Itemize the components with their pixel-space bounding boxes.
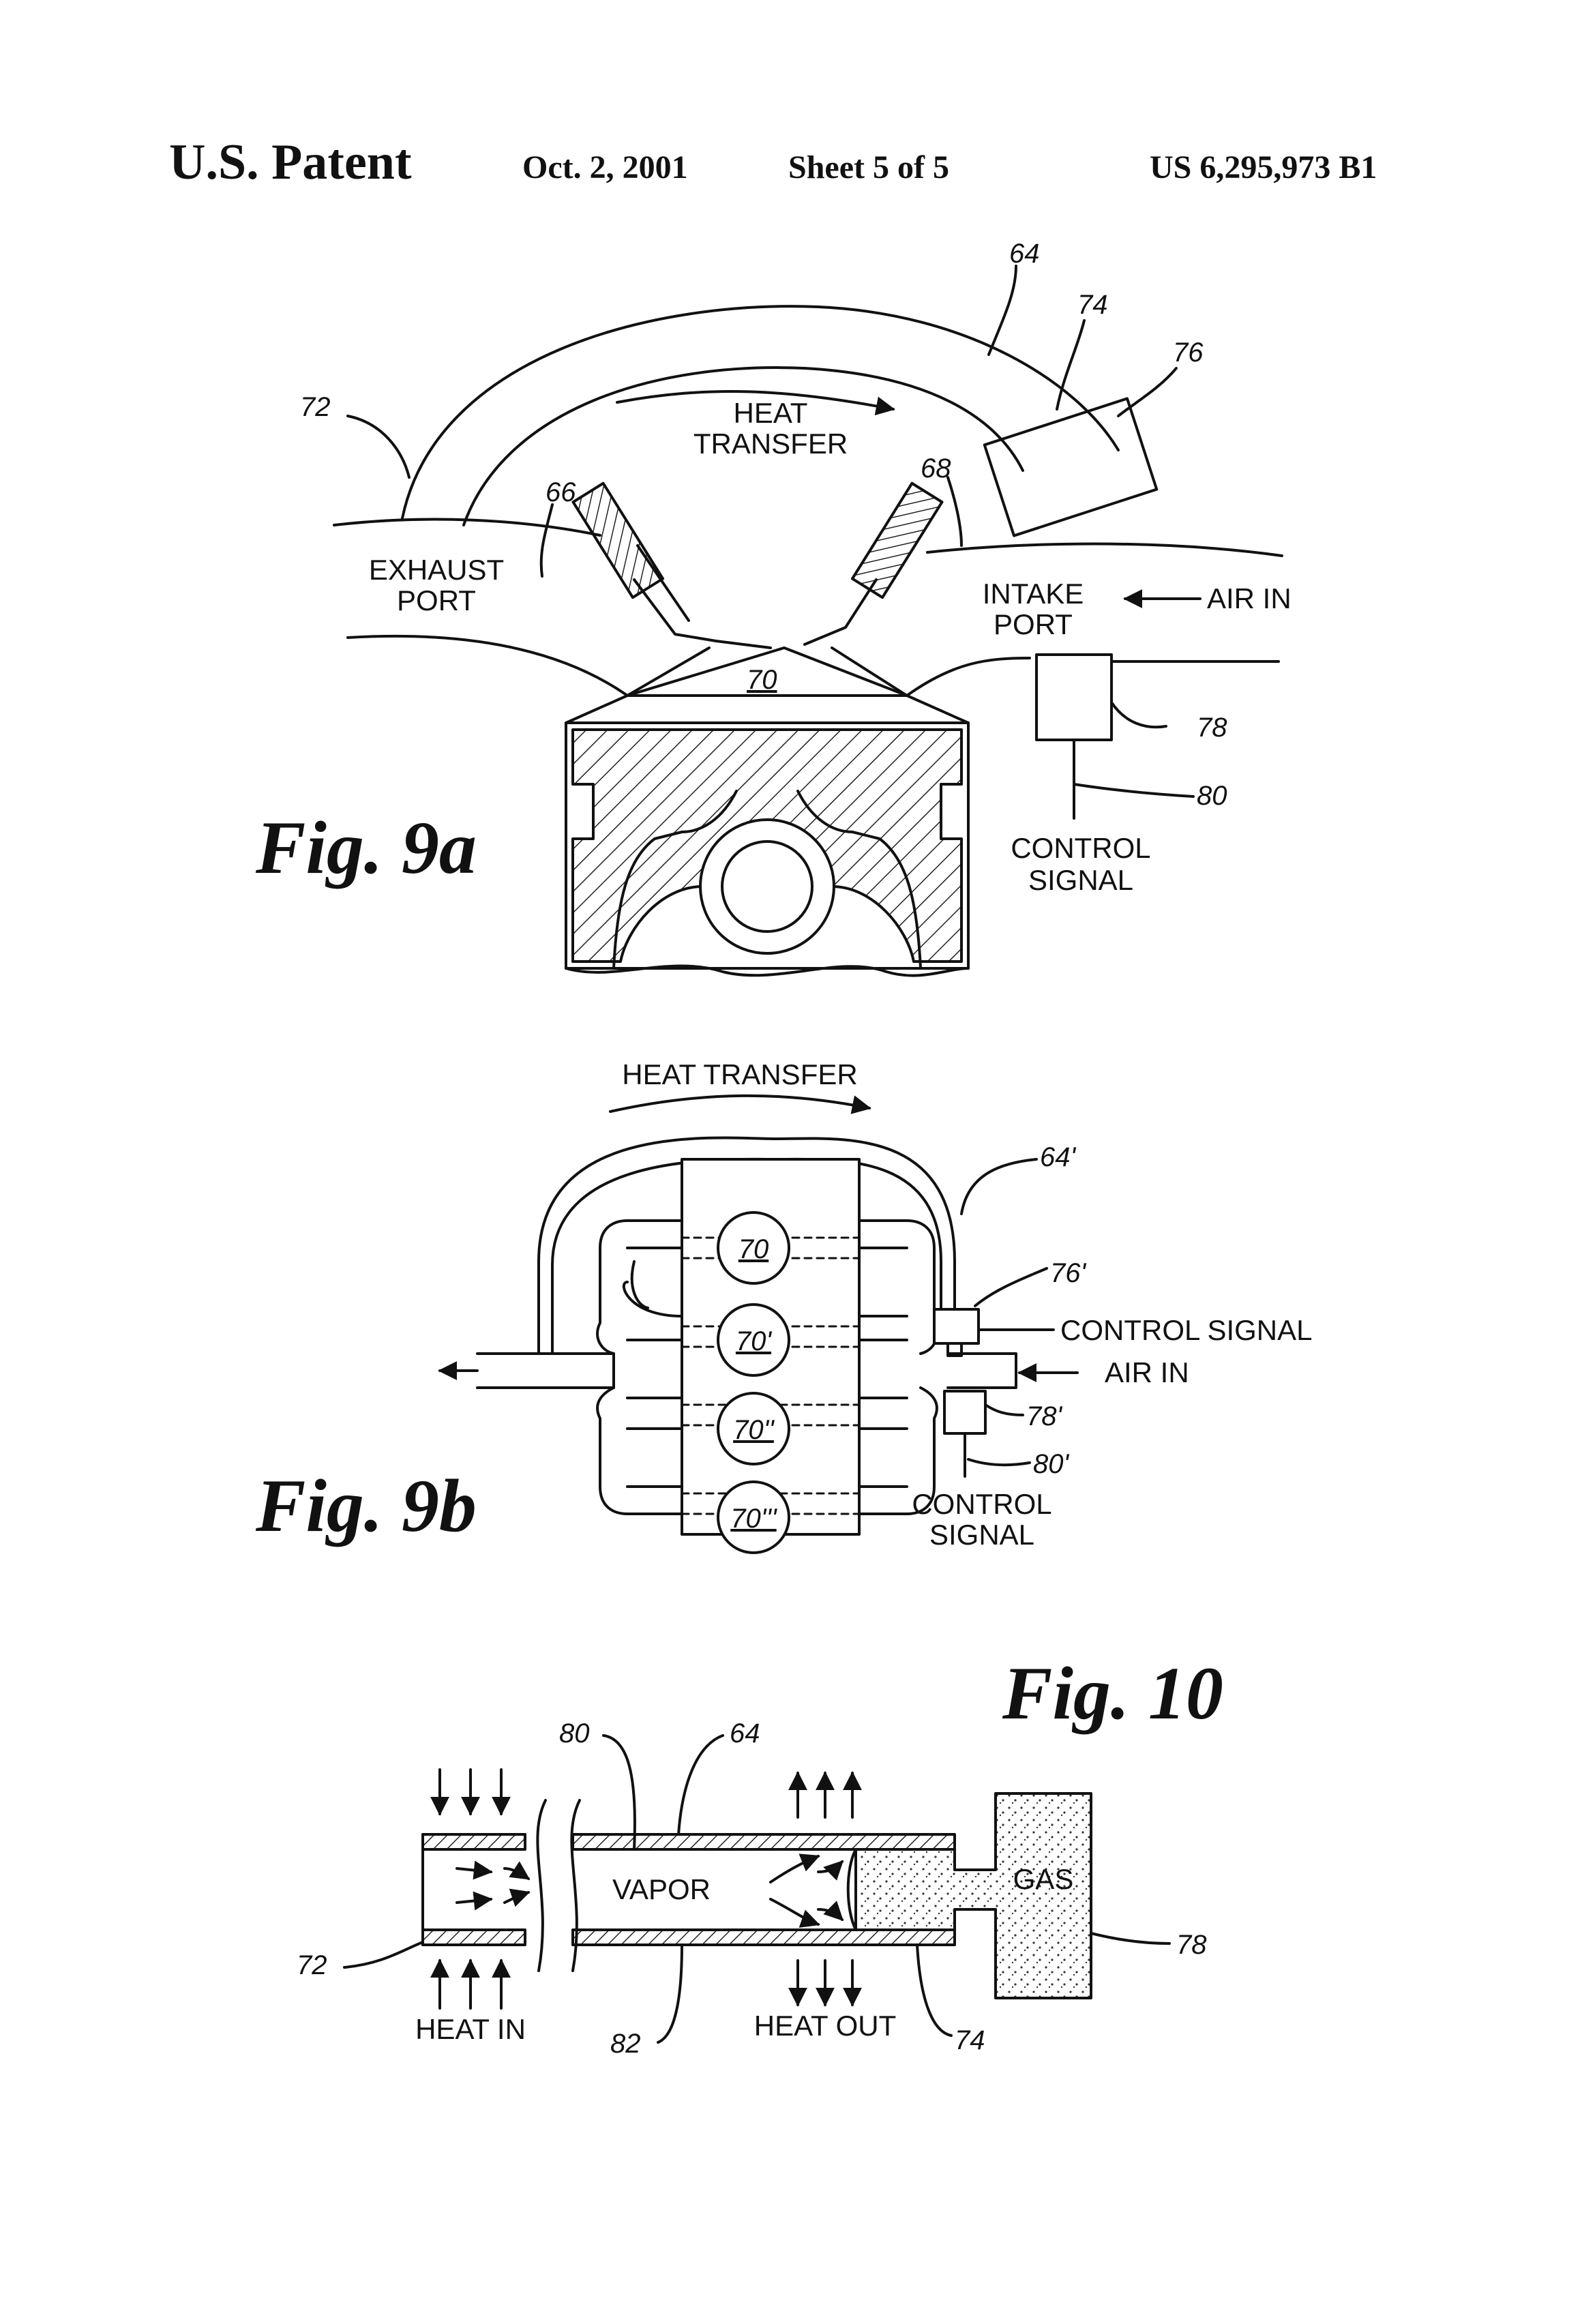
leader-66 (541, 505, 552, 576)
ref-78: 78 (1197, 713, 1227, 743)
fig-9a-caption: Fig. 9a (255, 806, 477, 889)
exhaust-port-top (334, 520, 600, 535)
cylinder-label-70: 70 (738, 1234, 769, 1264)
air-in-label-9b: AIR IN (1105, 1356, 1189, 1388)
heat-out-label: HEAT OUT (754, 2010, 896, 2042)
heat-transfer-arrow-9b (610, 1096, 869, 1112)
leader-64-fig10 (678, 1735, 723, 1834)
fig-10-caption: Fig. 10 (1002, 1652, 1223, 1735)
ref-80: 80 (1197, 781, 1227, 811)
leader-76p (975, 1268, 1047, 1306)
heat-transfer-label-9b: HEAT TRANSFER (622, 1058, 857, 1090)
ref-72-fig10: 72 (297, 1950, 327, 1980)
gas-label: GAS (1013, 1863, 1074, 1895)
leader-80-fig10 (603, 1735, 635, 1849)
cylinder-label-70pp: 70'' (733, 1415, 775, 1445)
intake-inlet (948, 1354, 1016, 1388)
leader-72 (348, 416, 409, 477)
intake-port-bottom (907, 658, 1030, 696)
ref-80p: 80' (1033, 1449, 1069, 1479)
ref-78p: 78' (1026, 1401, 1062, 1431)
exhaust-outlet (477, 1354, 614, 1388)
exhaust-valve (573, 483, 771, 696)
vapor-label: VAPOR (612, 1873, 711, 1905)
fig-9b-drawing (440, 1096, 1077, 1553)
control-valve-78 (1036, 655, 1111, 740)
heat-transfer-label-1: HEAT (734, 397, 808, 429)
leader-80p (968, 1459, 1030, 1465)
ref-76p: 76' (1050, 1258, 1086, 1288)
ref-74-fig10: 74 (955, 2025, 985, 2055)
ref-72: 72 (300, 392, 331, 422)
cylinder-label-70ppp: 70''' (730, 1504, 777, 1534)
control-signal-label-1: CONTROL (1011, 832, 1150, 864)
leader-78p (985, 1405, 1023, 1415)
ref-78-fig10: 78 (1176, 1930, 1207, 1960)
leader-78 (1111, 702, 1166, 727)
intake-port-top (927, 544, 1282, 556)
gas-reservoir-78 (856, 1793, 1091, 1998)
ref-68: 68 (921, 453, 951, 483)
exhaust-port-bottom (348, 636, 627, 696)
exhaust-port-label-1: EXHAUST (369, 554, 504, 586)
intake-port-label-2: PORT (994, 608, 1073, 640)
ref-70: 70 (747, 665, 777, 695)
leader-80 (1074, 784, 1193, 796)
leader-72-fig10 (344, 1942, 423, 1967)
fig-9b-caption: Fig. 9b (255, 1464, 477, 1547)
leader-82-fig10 (658, 1945, 682, 2042)
cylinder-label-70p: 70' (736, 1326, 772, 1356)
exhaust-port-label-2: PORT (397, 584, 476, 616)
heat-in-label: HEAT IN (415, 2013, 526, 2045)
control-signal-label-9b-1: CONTROL (912, 1488, 1051, 1520)
leader-64 (989, 266, 1016, 355)
ref-64-fig10: 64 (730, 1718, 760, 1748)
ref-64: 64 (1009, 239, 1040, 269)
leader-78-fig10 (1091, 1933, 1169, 1943)
air-in-label: AIR IN (1207, 582, 1292, 614)
ref-76: 76 (1173, 338, 1204, 368)
ref-66: 66 (546, 477, 576, 507)
valve-78p (944, 1391, 985, 1433)
heat-transfer-label-2: TRANSFER (693, 428, 848, 460)
ref-74: 74 (1077, 290, 1108, 320)
control-signal-label-2: SIGNAL (1028, 864, 1133, 896)
leader-68 (948, 477, 961, 546)
leader-74-fig10 (917, 1945, 951, 2036)
control-signal-label-9b: CONTROL SIGNAL (1060, 1314, 1313, 1346)
ref-80-fig10: 80 (559, 1718, 590, 1748)
ref-82-fig10: 82 (610, 2029, 641, 2059)
leader-76 (1118, 368, 1176, 416)
break-left (537, 1800, 546, 1971)
intake-port-label-1: INTAKE (983, 578, 1084, 610)
piston (566, 696, 968, 976)
ref-64p: 64' (1040, 1142, 1076, 1172)
condenser-76p (934, 1309, 979, 1343)
condenser-76 (985, 398, 1156, 535)
control-signal-label-9b-2: SIGNAL (929, 1519, 1034, 1551)
leader-64p (961, 1159, 1036, 1214)
